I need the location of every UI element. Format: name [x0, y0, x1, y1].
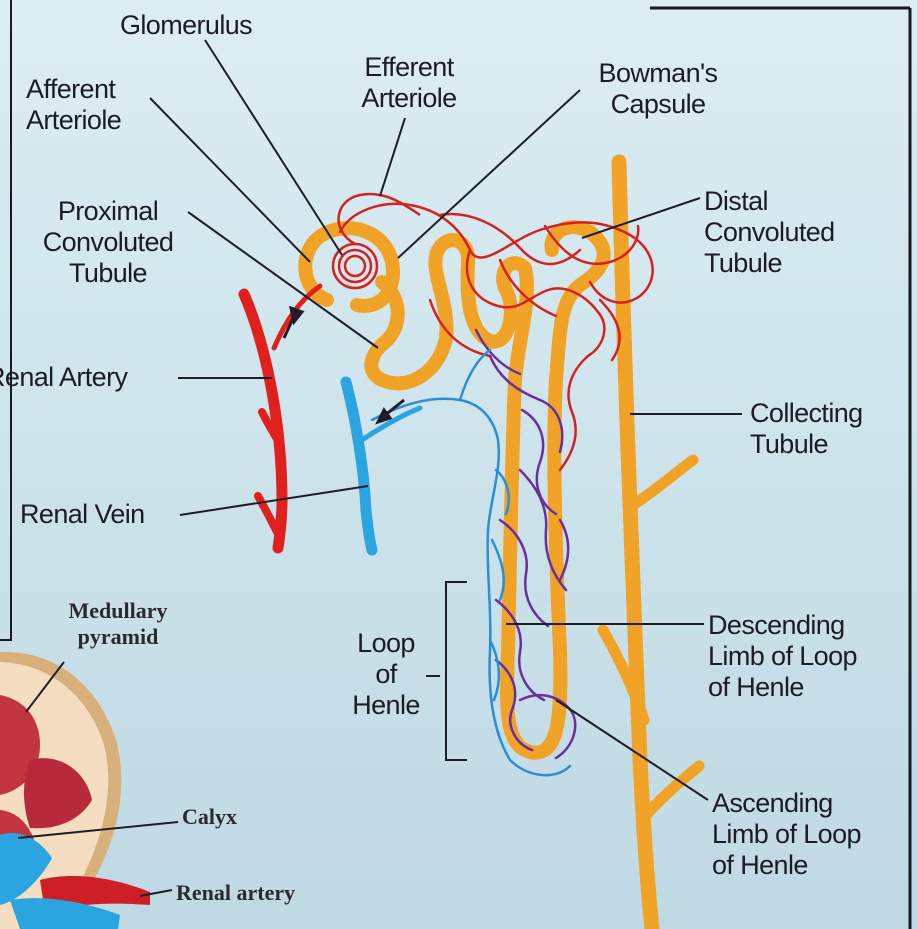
calyx-label: Calyx	[182, 804, 237, 830]
leader-glomerulus	[205, 40, 342, 255]
ascending-limb-label: Ascending Limb of Loop of Henle	[712, 788, 861, 881]
medullary-pyramid-label: Medullary pyramid	[48, 598, 188, 650]
afferent-arteriole-label-line2: Arteriole	[26, 105, 121, 136]
distal-convoluted-tubule-label: Distal Convoluted Tubule	[704, 186, 835, 279]
collecting-label-line2: Tubule	[750, 429, 863, 460]
ascending-label-line3: of Henle	[712, 850, 861, 881]
afferent-arteriole-label: Afferent Arteriole	[26, 74, 121, 136]
medullary-label-line2: pyramid	[48, 624, 188, 650]
loop-label-line2: of	[336, 659, 436, 690]
afferent-arteriole-label-line1: Afferent	[26, 74, 121, 105]
proximal-convoluted-tubule-label: Proximal Convoluted Tubule	[18, 196, 198, 289]
distal-label-line2: Convoluted	[704, 217, 835, 248]
renal-vein-vessel	[346, 382, 420, 550]
renal-artery-label: Renal Artery	[0, 362, 127, 393]
proximal-label-line2: Convoluted	[18, 227, 198, 258]
flow-arrows	[284, 308, 404, 422]
distal-label-line1: Distal	[704, 186, 835, 217]
efferent-arteriole-label-line2: Arteriole	[344, 83, 474, 114]
renal-artery-vessel	[244, 286, 320, 548]
loop-of-henle-bracket	[446, 582, 467, 760]
bowmans-capsule-label-line1: Bowman's	[574, 58, 742, 89]
glomerulus-label: Glomerulus	[120, 10, 252, 41]
ascending-label-line1: Ascending	[712, 788, 861, 819]
medullary-label-line1: Medullary	[48, 598, 188, 624]
descending-label-line2: Limb of Loop	[708, 641, 857, 672]
loop-label-line1: Loop	[336, 628, 436, 659]
descending-label-line1: Descending	[708, 610, 857, 641]
distal-label-line3: Tubule	[704, 248, 835, 279]
renal-artery-inset-label: Renal artery	[176, 880, 295, 906]
bowmans-capsule-label: Bowman's Capsule	[574, 58, 742, 120]
descending-label-line3: of Henle	[708, 672, 857, 703]
descending-limb-label: Descending Limb of Loop of Henle	[708, 610, 857, 703]
ascending-label-line2: Limb of Loop	[712, 819, 861, 850]
efferent-arteriole-label: Efferent Arteriole	[344, 52, 474, 114]
kidney-inset	[0, 652, 150, 929]
proximal-label-line1: Proximal	[18, 196, 198, 227]
loop-of-henle-label: Loop of Henle	[336, 628, 436, 721]
leader-renal-vein	[180, 486, 368, 515]
bowmans-capsule-label-line2: Capsule	[574, 89, 742, 120]
loop-label-line3: Henle	[336, 690, 436, 721]
efferent-arteriole-label-line1: Efferent	[344, 52, 474, 83]
collecting-tubule-label: Collecting Tubule	[750, 398, 863, 460]
leader-efferent-arteriole	[380, 118, 405, 196]
renal-vein-label: Renal Vein	[20, 499, 145, 530]
leader-distal-tubule	[582, 198, 700, 238]
collecting-label-line1: Collecting	[750, 398, 863, 429]
proximal-label-line3: Tubule	[18, 258, 198, 289]
